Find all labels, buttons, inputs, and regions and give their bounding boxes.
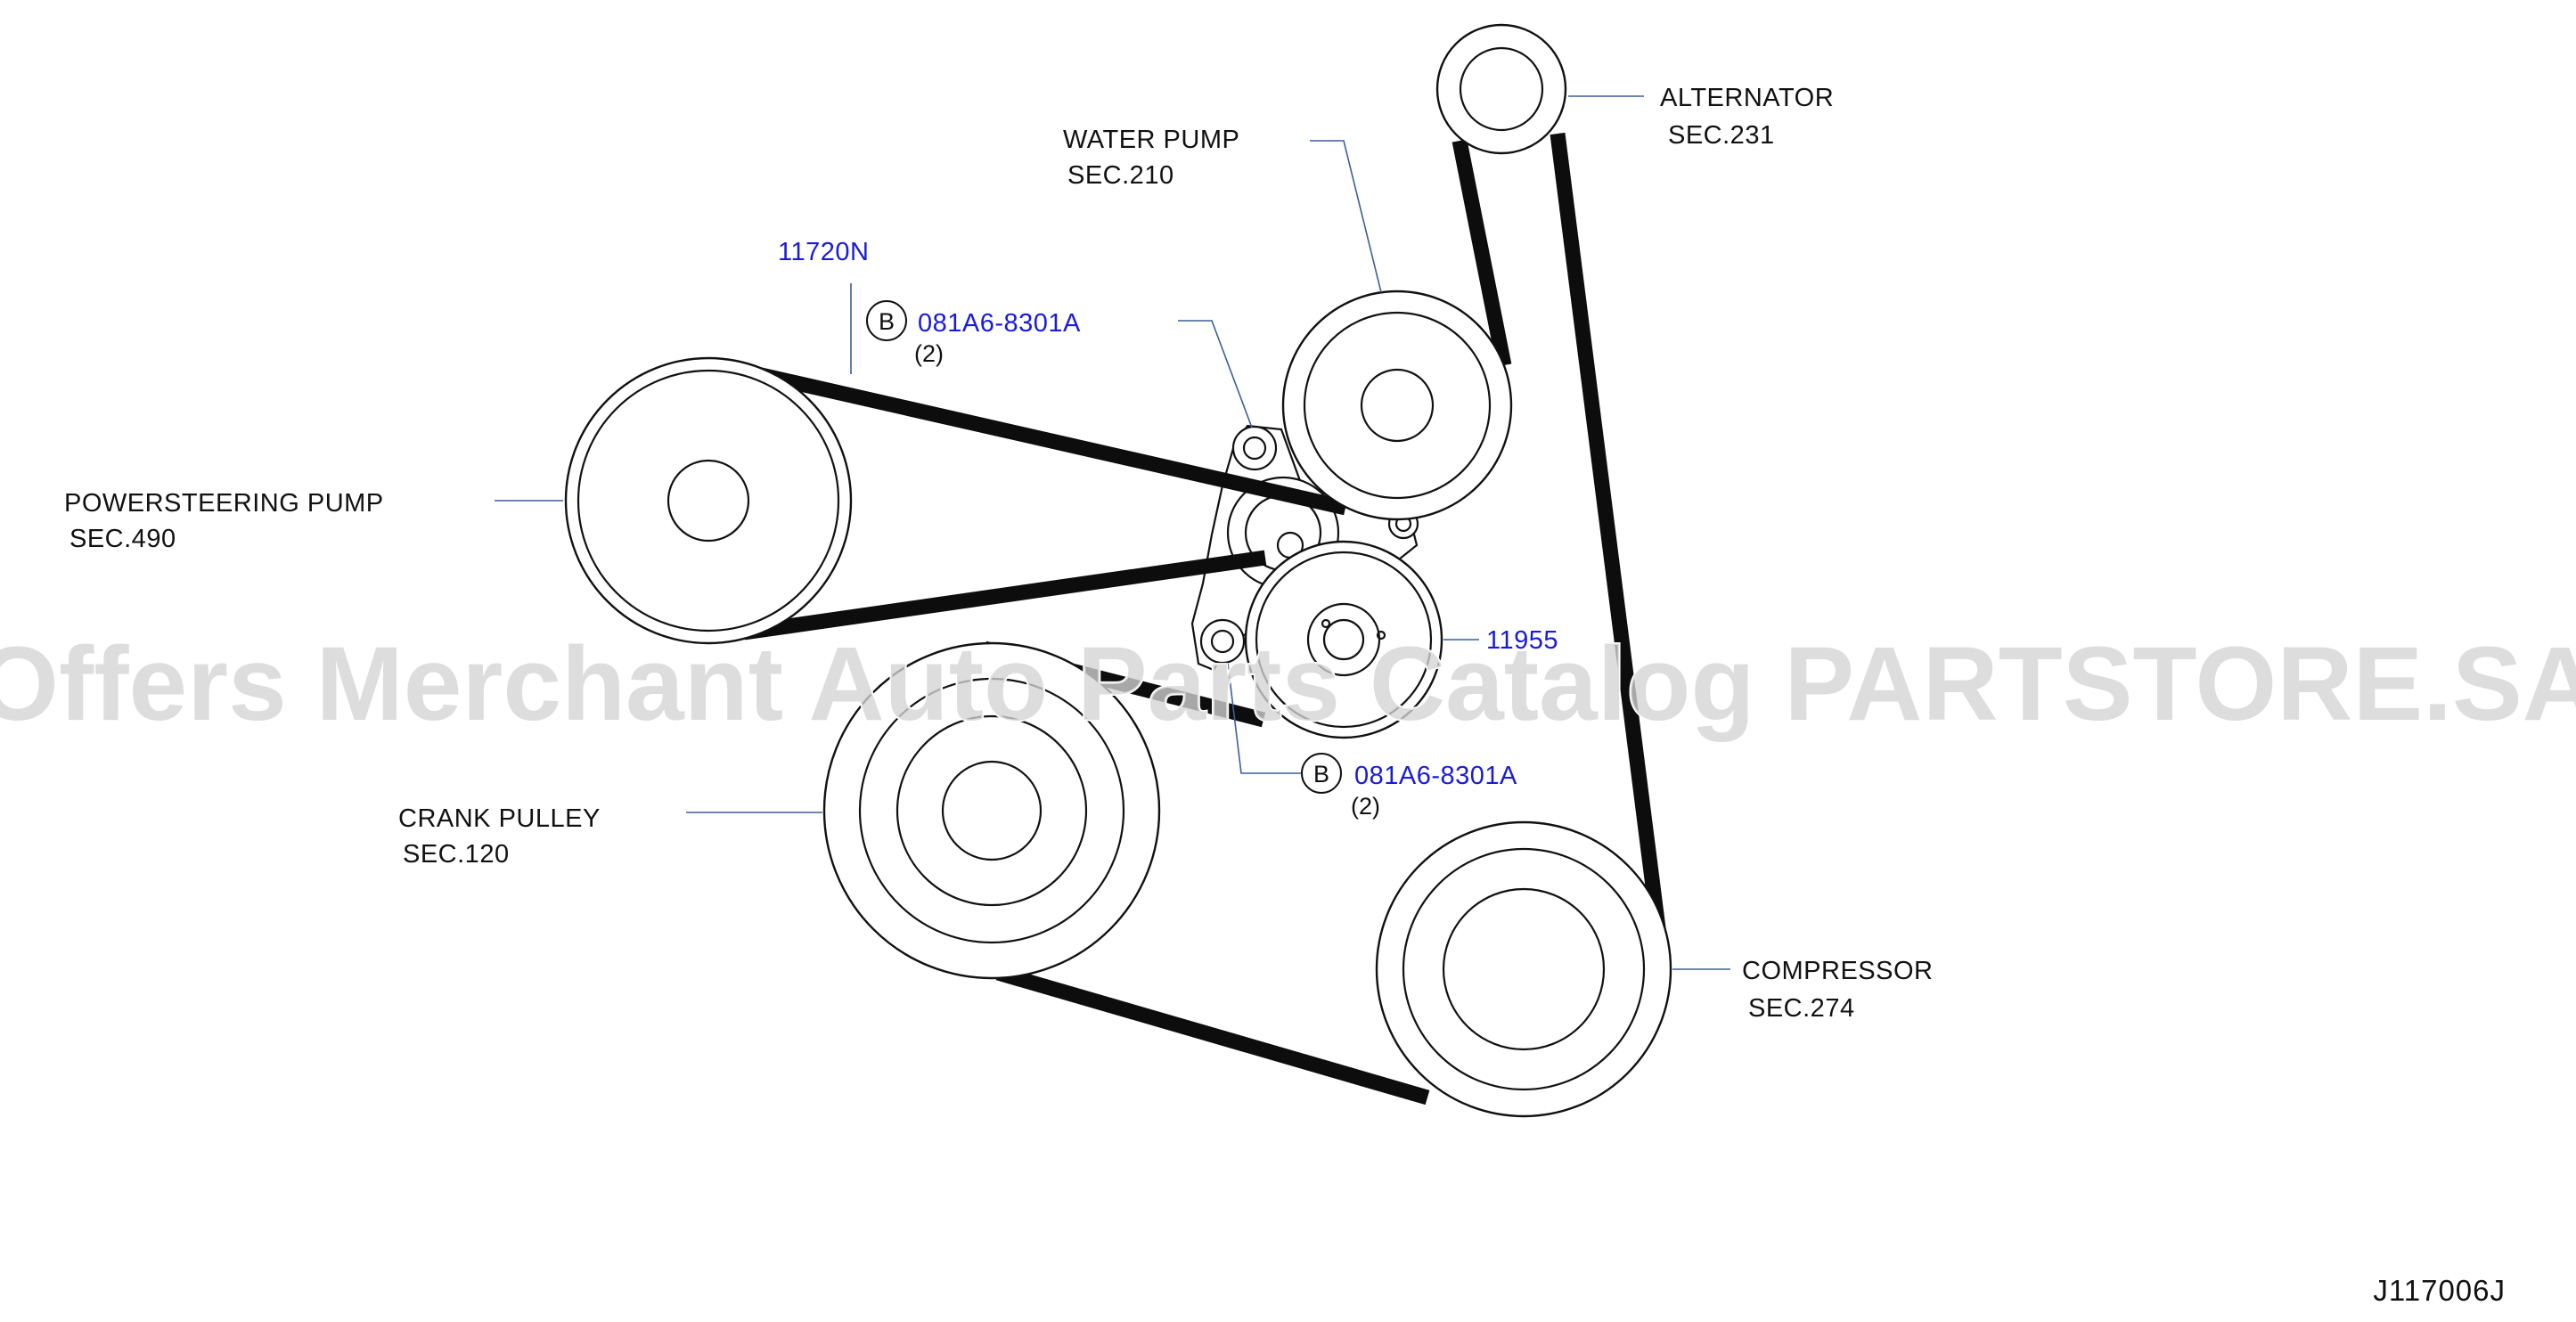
belt-span-ps-to-water-pump	[756, 366, 1347, 516]
belt-span-water-pump-to-alternator	[1452, 139, 1512, 367]
tensioner-pulley	[1244, 540, 1443, 739]
drive-belt	[742, 132, 1667, 1106]
bolt-marker-circle-upper	[866, 300, 907, 341]
component-labels: ALTERNATOR SEC.231 WATER PUMP SEC.210 PO…	[64, 84, 1933, 1023]
bolt-marker-lower: B	[1313, 761, 1329, 787]
bolt-qty-upper: (2)	[914, 340, 944, 367]
bolt-hole-upper	[1231, 425, 1278, 471]
part-number-tensioner[interactable]: 11955	[1486, 626, 1558, 655]
bolt-hole-lower	[1199, 618, 1246, 665]
figure-id: J117006J	[2373, 1274, 2506, 1307]
label-compressor-sec: SEC.274	[1748, 994, 1855, 1023]
belt-span-ps-to-tensioner	[742, 550, 1267, 641]
part-number-bolt-upper[interactable]: 081A6-8301A	[918, 309, 1081, 338]
belt-span-compressor-to-crank	[995, 965, 1430, 1106]
label-alternator: ALTERNATOR	[1660, 84, 1834, 112]
water-pump-pulley	[1281, 290, 1513, 521]
alternator-pulley	[1435, 23, 1567, 155]
label-alternator-sec: SEC.231	[1668, 121, 1775, 150]
part-number-belt[interactable]: 11720N	[778, 238, 869, 266]
belt-span-alternator-to-compressor	[1550, 132, 1667, 937]
label-crank-pulley: CRANK PULLEY	[398, 804, 601, 833]
label-water-pump-sec: SEC.210	[1067, 161, 1174, 190]
part-number-labels: 11720N B 081A6-8301A (2) 11955 B 081A6-8…	[778, 238, 1558, 820]
label-powersteering-pump: POWERSTEERING PUMP	[64, 489, 384, 518]
crank-pulley	[822, 641, 1161, 980]
label-crank-pulley-sec: SEC.120	[403, 840, 510, 869]
bolt-marker-upper: B	[879, 308, 895, 335]
powersteering-pump-pulley	[564, 356, 853, 645]
leader-water-pump	[1310, 140, 1382, 293]
label-compressor: COMPRESSOR	[1742, 957, 1933, 985]
bolt-qty-lower: (2)	[1351, 793, 1380, 820]
bolt-marker-circle-lower	[1301, 753, 1342, 794]
leader-lines	[495, 95, 1730, 970]
watermark: Offers Merchant Auto Parts Catalog PARTS…	[0, 625, 2576, 743]
part-number-bolt-lower[interactable]: 081A6-8301A	[1354, 762, 1517, 790]
leader-bolt-upper	[1178, 320, 1253, 428]
compressor-pulley	[1375, 820, 1672, 1118]
label-water-pump: WATER PUMP	[1063, 126, 1239, 154]
leader-bolt-lower	[1227, 663, 1301, 774]
label-powersteering-pump-sec: SEC.490	[70, 525, 176, 553]
